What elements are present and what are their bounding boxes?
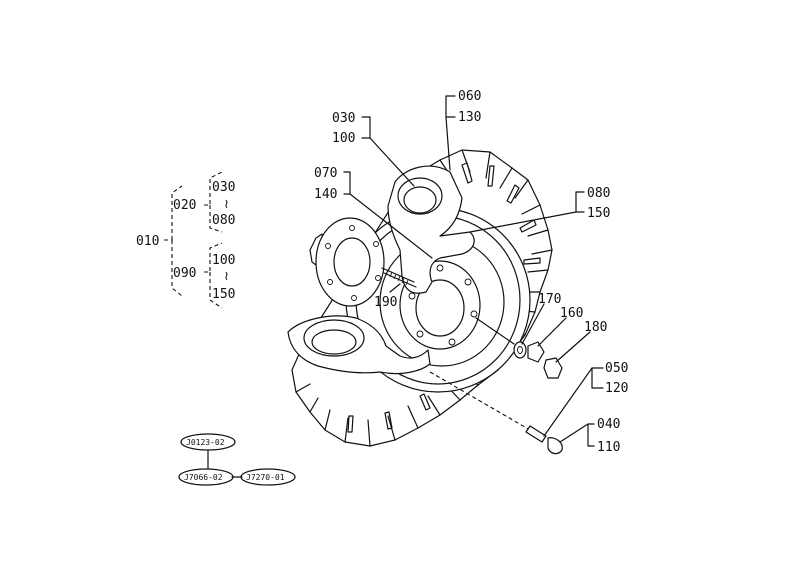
label-190: 190 [374,295,397,310]
label-070: 070 [314,166,337,181]
label-030: 030 [332,111,355,126]
label-140: 140 [314,187,337,202]
reference-code-bubbles: J0123-02 J7066-02 J7270-01 [178,433,296,486]
upper-wheel-weight-drawing [387,165,475,294]
ref-code-top: J0123-02 [186,438,225,447]
label-060: 060 [458,89,481,104]
label-080-range-end: 080 [212,213,235,228]
label-080: 080 [587,186,610,201]
stud-bolt-drawing [381,267,417,288]
label-170: 170 [538,292,561,307]
hub-flange-drawing [309,217,385,307]
label-120: 120 [605,381,628,396]
label-100: 100 [332,131,355,146]
washer-nut-drawing [475,317,563,379]
lower-wheel-weight-drawing [287,315,431,375]
label-150-range-end: 150 [212,287,235,302]
label-090: 090 [173,266,196,281]
assembly-hierarchy-brackets [164,171,223,309]
ref-code-right: J7270-01 [246,473,285,482]
label-180: 180 [584,320,607,335]
ref-code-left: J7066-02 [184,473,223,482]
label-160: 160 [560,306,583,321]
leader-lines [343,95,604,447]
ref-bubble-right [240,468,296,486]
label-040: 040 [597,417,620,432]
ref-bubble-left [178,468,234,486]
label-100-range-start: 100 [212,253,235,268]
label-010: 010 [136,234,159,249]
label-150: 150 [587,206,610,221]
label-030-range-start: 030 [212,180,235,195]
valve-stem-drawing [429,371,563,455]
ref-bubble-top [180,433,236,451]
label-020: 020 [173,198,196,213]
label-130: 130 [458,110,481,125]
label-050: 050 [605,361,628,376]
label-range-tilde-1: ≀ [224,197,229,212]
label-range-tilde-2: ≀ [224,269,229,284]
part-number-labels: 010 020 090 030 ≀ 080 100 ≀ 150 030 100 … [136,89,628,455]
label-110: 110 [597,440,620,455]
